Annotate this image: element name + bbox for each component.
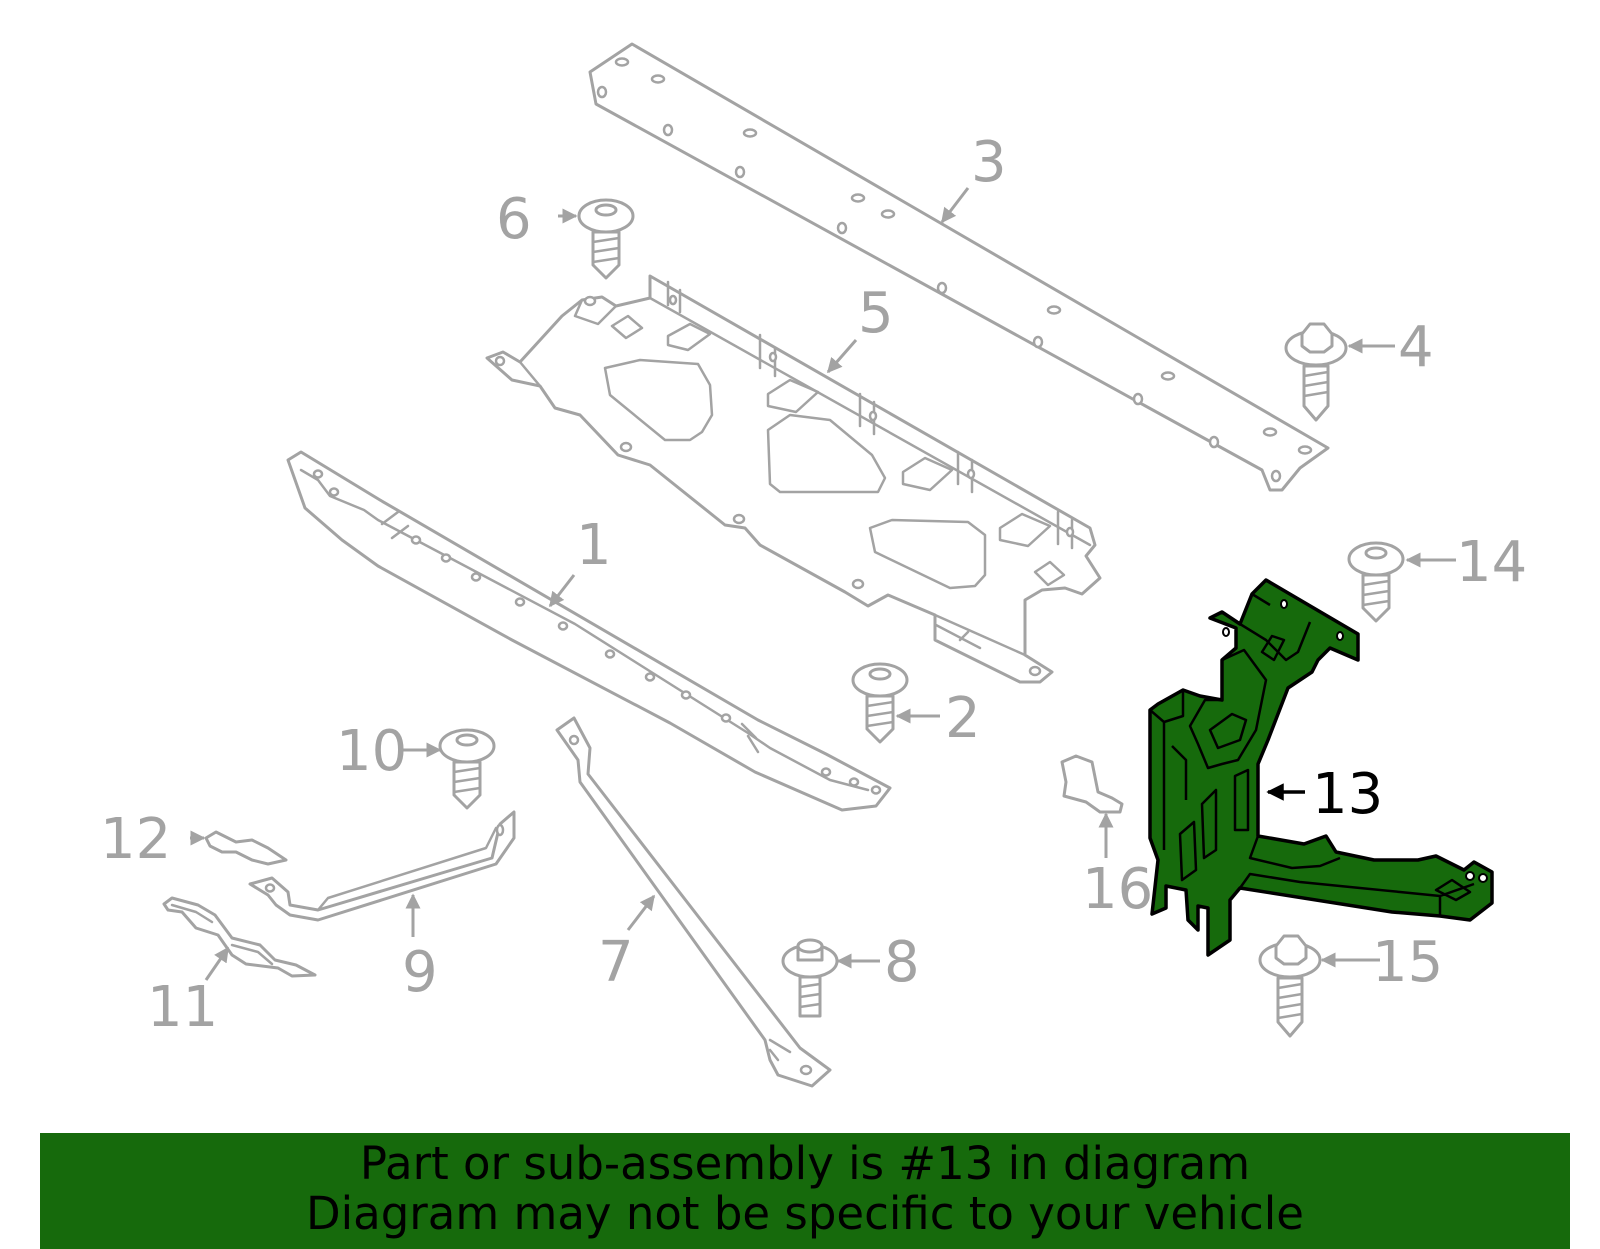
leader-arrows <box>190 187 1456 981</box>
callout-7: 7 <box>598 930 634 995</box>
part-10-screw <box>438 728 496 810</box>
part-13-highlighted-bracket <box>1148 578 1494 957</box>
callout-3: 3 <box>971 130 1007 195</box>
part-4-bolt <box>1284 322 1348 422</box>
callout-16: 16 <box>1082 857 1153 922</box>
callout-12: 12 <box>100 807 171 872</box>
callout-5: 5 <box>858 281 894 346</box>
callout-labels: 3 6 5 4 1 14 2 10 13 12 16 8 15 7 9 11 <box>100 130 1527 1040</box>
callout-15: 15 <box>1372 930 1443 995</box>
part-6-screw <box>577 198 635 280</box>
part-3-upper-rail <box>588 42 1330 492</box>
banner-line-disclaimer: Diagram may not be specific to your vehi… <box>306 1187 1304 1240</box>
part-8-bolt <box>781 938 839 1018</box>
info-banner: Part or sub-assembly is #13 in diagram D… <box>40 1133 1570 1249</box>
callout-2: 2 <box>945 686 981 751</box>
callout-1: 1 <box>576 513 612 578</box>
callout-8: 8 <box>884 930 920 995</box>
part-9-bracket <box>248 810 516 922</box>
callout-11: 11 <box>147 975 218 1040</box>
callout-6: 6 <box>496 187 532 252</box>
part-7-brace <box>555 716 832 1088</box>
part-2-screw <box>851 662 909 744</box>
callout-13-highlighted: 13 <box>1312 762 1383 827</box>
callout-10: 10 <box>336 719 407 784</box>
banner-line-part-number: Part or sub-assembly is #13 in diagram <box>359 1137 1251 1190</box>
part-14-screw <box>1347 541 1405 623</box>
parts-diagram: 3 6 5 4 1 14 2 10 13 12 16 8 15 7 9 11 <box>100 42 1527 1088</box>
callout-14: 14 <box>1456 530 1527 595</box>
callout-9: 9 <box>402 940 438 1005</box>
part-5-panel <box>485 274 1102 684</box>
part-12-bracket <box>204 830 288 866</box>
part-1-lower-rail <box>286 450 892 812</box>
part-16-clip <box>1060 754 1124 814</box>
part-15-bolt <box>1258 934 1322 1038</box>
part-11-bracket <box>162 896 317 978</box>
callout-4: 4 <box>1398 315 1434 380</box>
